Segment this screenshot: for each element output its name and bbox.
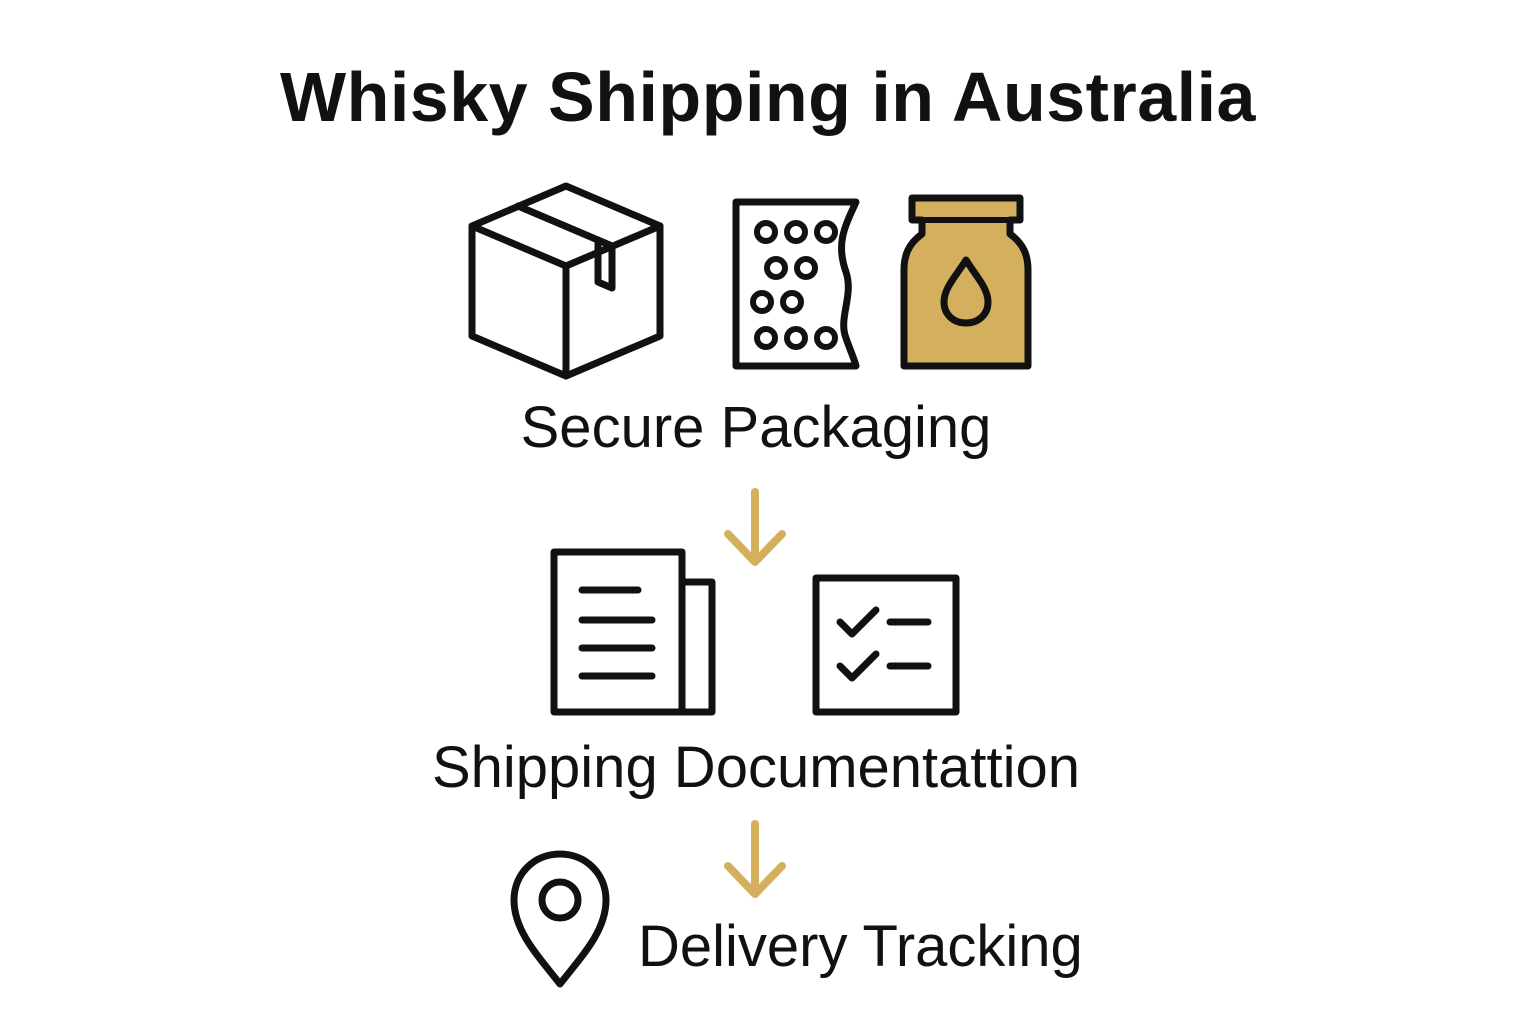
step-label-delivery-tracking: Delivery Tracking [638, 914, 1083, 979]
step-label-shipping-documentation: Shipping Documentattion [431, 735, 1081, 800]
box-icon [468, 182, 664, 380]
location-pin-icon [510, 850, 610, 988]
arrow-down-icon [724, 488, 786, 566]
step-label-secure-packaging: Secure Packaging [520, 395, 992, 460]
bubble-wrap-icon [732, 198, 860, 370]
checklist-icon [812, 574, 960, 716]
document-icon [550, 548, 716, 716]
diagram-title: Whisky Shipping in Australia [280, 58, 1256, 136]
arrow-down-icon [724, 820, 786, 898]
jar-icon [900, 194, 1032, 370]
